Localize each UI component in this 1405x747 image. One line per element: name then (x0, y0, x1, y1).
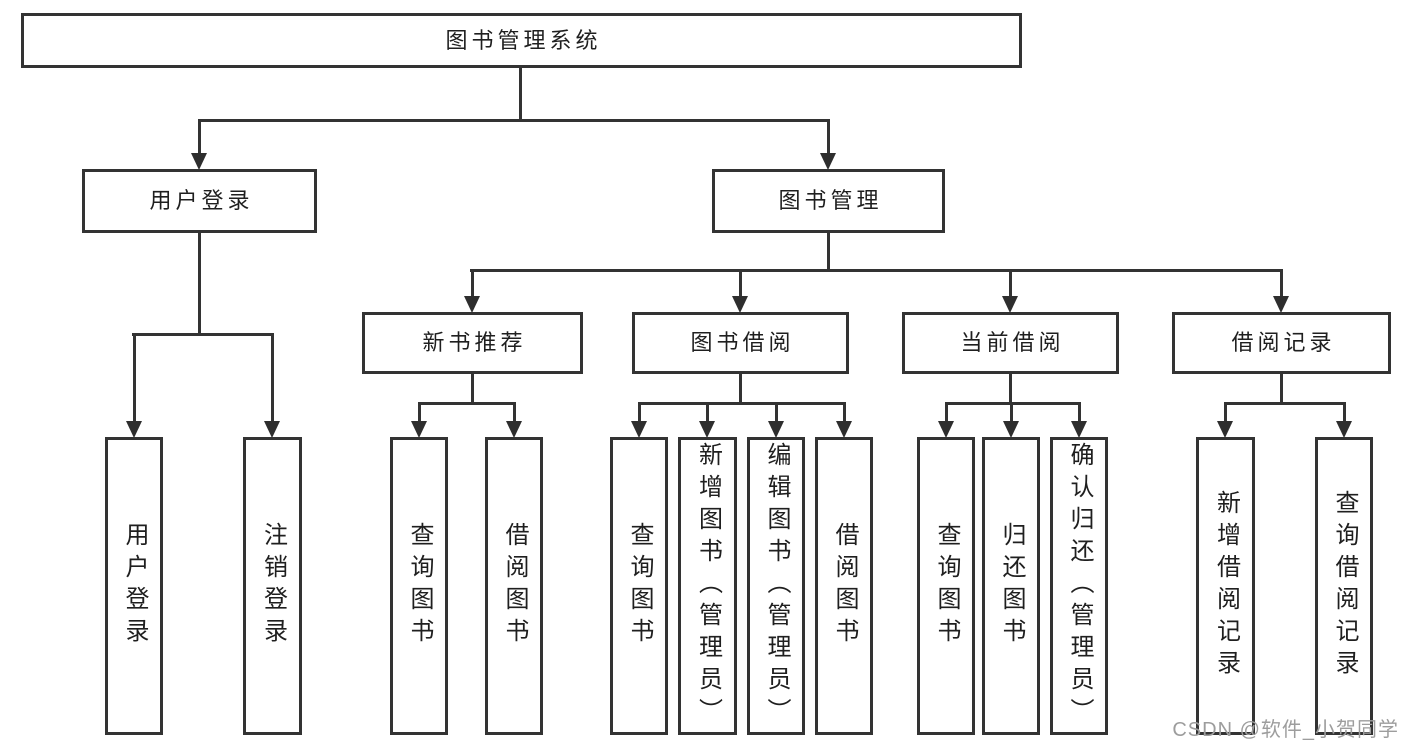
leaf-query-book-borrow: 查询图书 (610, 437, 668, 735)
arrowhead-icon (1273, 296, 1289, 313)
leaf-label: 查询图书 (933, 522, 960, 650)
connector (1224, 402, 1227, 430)
leaf-borrow-book: 借阅图书 (815, 437, 873, 735)
arrowhead-icon (126, 421, 142, 438)
leaf-logout: 注销登录 (243, 437, 302, 735)
arrowhead-icon (820, 153, 836, 170)
connector (945, 402, 948, 430)
leaf-borrow-book-recommend: 借阅图书 (485, 437, 543, 735)
arrowhead-icon (191, 153, 207, 170)
node-borrow-record-label: 借阅记录 (1231, 330, 1336, 355)
node-book-management-label: 图书管理 (778, 188, 883, 213)
arrowhead-icon (768, 421, 784, 438)
leaf-label: 借阅图书 (831, 522, 858, 650)
arrowhead-icon (411, 421, 427, 438)
connector (198, 233, 201, 336)
leaf-label: 新增图书（管理员） (694, 442, 722, 730)
connector (519, 68, 522, 122)
leaf-label: 编辑图书（管理员） (763, 442, 790, 730)
arrowhead-icon (631, 421, 647, 438)
leaf-confirm-return-admin: 确认归还（管理员） (1050, 437, 1108, 735)
leaf-label: 查询图书 (626, 522, 653, 650)
leaf-query-borrow-record: 查询借阅记录 (1315, 437, 1373, 735)
node-current-borrow: 当前借阅 (902, 312, 1119, 374)
connector (638, 402, 846, 405)
arrowhead-icon (699, 421, 715, 438)
connector (1343, 402, 1346, 430)
arrowhead-icon (1003, 421, 1019, 438)
connector (418, 402, 421, 430)
connector (775, 402, 778, 430)
connector (1009, 269, 1012, 305)
leaf-label: 归还图书 (998, 522, 1025, 650)
arrowhead-icon (1002, 296, 1018, 313)
connector (739, 374, 742, 405)
leaf-label: 确认归还（管理员） (1066, 442, 1093, 730)
node-current-borrow-label: 当前借阅 (960, 330, 1065, 355)
node-user-login-label: 用户登录 (149, 188, 254, 213)
connector (1280, 374, 1283, 405)
node-book-management: 图书管理 (712, 169, 945, 233)
leaf-user-login: 用户登录 (105, 437, 163, 735)
node-root: 图书管理系统 (21, 13, 1022, 68)
connector (133, 333, 136, 430)
leaf-label: 查询图书 (406, 522, 433, 650)
leaf-logout-label: 注销登录 (259, 522, 287, 650)
connector (843, 402, 846, 430)
connector (1280, 269, 1283, 305)
leaf-return-book: 归还图书 (982, 437, 1040, 735)
leaf-add-book-admin: 新增图书（管理员） (678, 437, 737, 735)
connector (827, 233, 830, 272)
arrowhead-icon (264, 421, 280, 438)
leaf-label: 新增借阅记录 (1212, 490, 1240, 682)
node-borrow-record: 借阅记录 (1172, 312, 1391, 374)
arrowhead-icon (836, 421, 852, 438)
csdn-watermark: CSDN @软件_小贺同学 (1172, 719, 1399, 741)
connector (1224, 402, 1346, 405)
connector (638, 402, 641, 430)
arrowhead-icon (1071, 421, 1087, 438)
node-new-book-recommend: 新书推荐 (362, 312, 583, 374)
arrowhead-icon (732, 296, 748, 313)
connector (706, 402, 709, 430)
arrowhead-icon (1336, 421, 1352, 438)
leaf-user-login-label: 用户登录 (121, 522, 148, 650)
connector (1010, 402, 1013, 430)
connector (418, 402, 516, 405)
connector (739, 269, 742, 305)
connector (132, 333, 274, 336)
node-book-borrow: 图书借阅 (632, 312, 849, 374)
connector (471, 269, 474, 305)
arrowhead-icon (1217, 421, 1233, 438)
connector (198, 119, 830, 122)
arrowhead-icon (464, 296, 480, 313)
leaf-query-book-recommend: 查询图书 (390, 437, 448, 735)
leaf-query-book-current: 查询图书 (917, 437, 975, 735)
connector (1009, 374, 1012, 405)
node-new-book-recommend-label: 新书推荐 (422, 330, 527, 355)
connector (271, 333, 274, 430)
leaf-edit-book-admin: 编辑图书（管理员） (747, 437, 805, 735)
connector (945, 402, 1081, 405)
arrowhead-icon (938, 421, 954, 438)
leaf-label: 借阅图书 (501, 522, 528, 650)
connector (198, 119, 201, 163)
leaf-label: 查询借阅记录 (1331, 490, 1358, 682)
connector (827, 119, 830, 163)
arrowhead-icon (506, 421, 522, 438)
leaf-add-borrow-record: 新增借阅记录 (1196, 437, 1255, 735)
node-root-label: 图书管理系统 (445, 27, 602, 53)
connector (470, 269, 1283, 272)
node-user-login: 用户登录 (82, 169, 317, 233)
connector (513, 402, 516, 430)
connector (1078, 402, 1081, 430)
connector (471, 374, 474, 405)
node-book-borrow-label: 图书借阅 (690, 330, 795, 355)
